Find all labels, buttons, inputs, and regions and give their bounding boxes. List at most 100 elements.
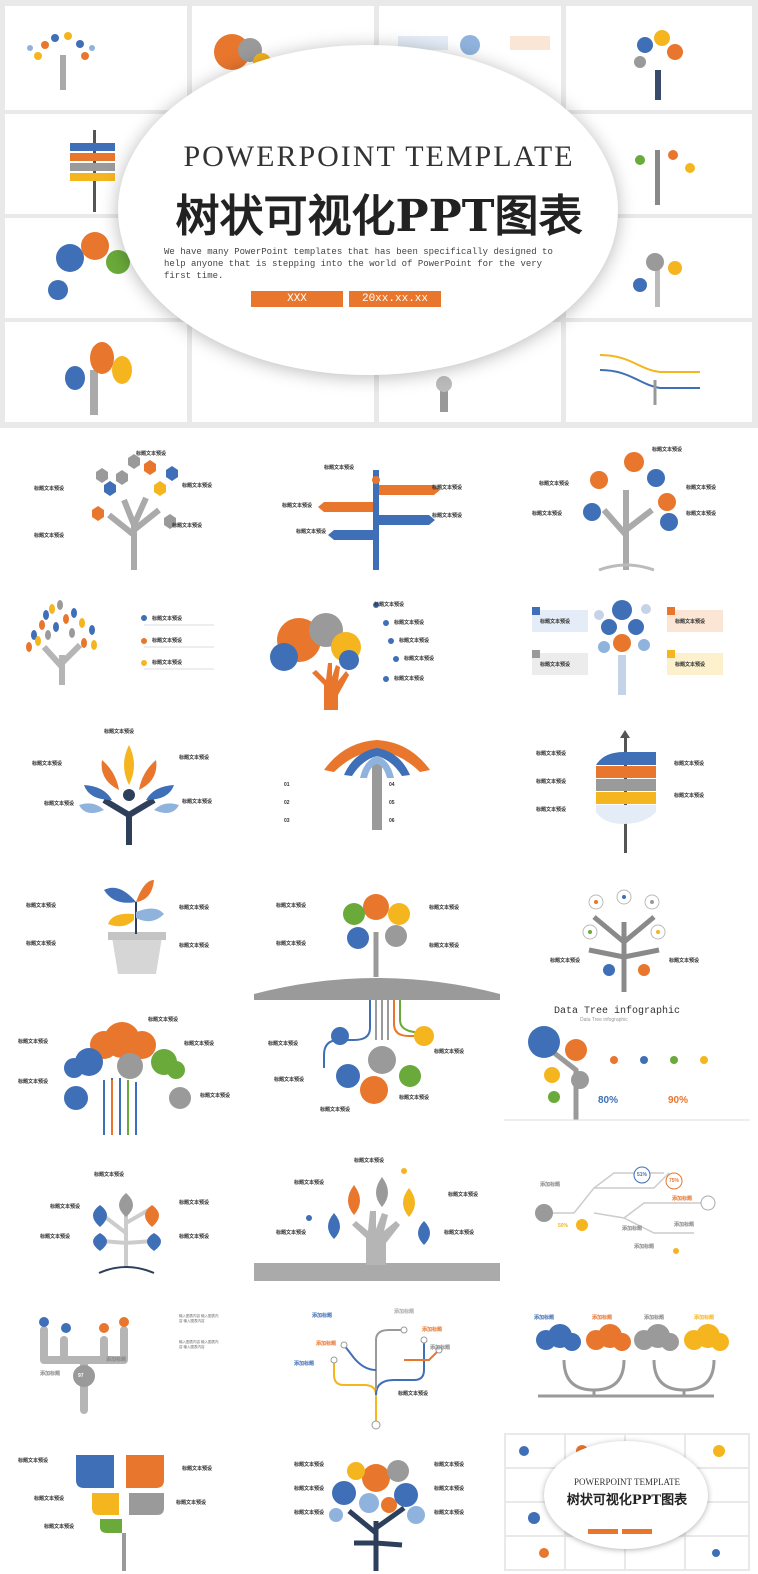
slide-label: 标题文本预设 <box>40 1234 71 1240</box>
slide-label: 标题文本预设 <box>394 676 425 682</box>
slide-label: 标题文本预设 <box>652 447 683 453</box>
num-97: 97 <box>78 1373 84 1379</box>
slide-label: 添加标题 <box>106 1357 127 1363</box>
slide-ball-tree[interactable]: 标题文本预设 标题文本预设 标题文本预设 标题文本预设 <box>254 862 500 1000</box>
slide-person-tree[interactable]: 标题文本预设 标题文本预设 标题文本预设 标题文本预设 标题文本预设 <box>4 720 250 858</box>
slide-label: 标题文本预设 <box>324 465 355 471</box>
slide-label: 标题文本预设 <box>432 513 463 519</box>
pct-80: 80% <box>598 1095 619 1106</box>
slide-label: 标题文本预设 <box>374 602 405 608</box>
slide-leaf-hexes[interactable]: 标题文本预设 标题文本预设 标题文本预设 标题文本预设 标题文本预设 <box>4 1143 250 1281</box>
slide-pipe-tree[interactable]: 标题文本预设 标题文本预设 标题文本预设 标题文本预设 标题文本预设 <box>254 1000 500 1138</box>
hero-ellipse <box>118 45 618 375</box>
slide-gray-tree[interactable]: 标题文本预设 标题文本预设 标题文本预设 标题文本预设 标题文本预设 <box>4 440 250 578</box>
pct-51: 51% <box>637 1172 648 1178</box>
slide-label: 标题文本预设 <box>674 793 705 799</box>
slide-label: 标题文本预设 <box>399 1095 430 1101</box>
slide-potted-plant[interactable]: 标题文本预设 标题文本预设 标题文本预设 标题文本预设 <box>4 862 250 1000</box>
slide-label: 标题文本预设 <box>354 1158 385 1164</box>
hero-title-cn: 树状可视化PPT图表 <box>175 191 583 242</box>
slide-label: 标题文本预设 <box>152 660 183 666</box>
slide-balloon-tree[interactable]: 标题文本预设 标题文本预设 标题文本预设 标题文本预设 <box>504 585 750 723</box>
slide-label: 标题文本预设 <box>540 662 571 668</box>
slide-label: 添加标题 <box>534 1315 555 1321</box>
slide-label: 标题文本预设 <box>104 729 135 735</box>
slide-label: 标题文本预设 <box>176 1500 207 1506</box>
slide-label: 标题文本预设 <box>282 503 313 509</box>
slide-label: 标题文本预设 <box>34 533 65 539</box>
slide-leaf-tree[interactable]: 标题文本预设 标题文本预设 标题文本预设 <box>4 585 250 723</box>
slide-label: 标题文本预设 <box>172 523 203 529</box>
slide-label: 03 <box>284 818 290 824</box>
slide-arrow-stack[interactable]: 标题文本预设 标题文本预设 标题文本预设 标题文本预设 标题文本预设 <box>504 720 750 858</box>
thumb-title-en: POWERPOINT TEMPLATE <box>574 1477 680 1487</box>
slide-label: 标题文本预设 <box>296 529 327 535</box>
slide-label: 标题文本预设 <box>404 656 435 662</box>
slide-icon-tree[interactable]: 标题文本预设 标题文本预设 <box>504 862 750 1000</box>
slide-label: 标题文本预设 <box>550 958 581 964</box>
slide-dots-network[interactable]: 添加标题 添加标题 添加标题 添加标题 添加标题 50% 51% 75% <box>504 1143 750 1281</box>
slide-label: 标题文本预设 <box>536 807 567 813</box>
slide-label: 标题文本预设 <box>152 638 183 644</box>
slide-label: 标题文本预设 <box>268 1041 299 1047</box>
slide-label: 标题文本预设 <box>399 638 430 644</box>
slide-label: 标题文本预设 <box>434 1510 465 1516</box>
slide-label: 标题文本预设 <box>152 616 183 622</box>
slide-label: 标题文本预设 <box>26 903 57 909</box>
slide-label: 添加标题 <box>394 1309 415 1315</box>
slide-label: 标题文本预设 <box>429 905 460 911</box>
slide-label: 标题文本预设 <box>179 1234 210 1240</box>
slide-label: 标题文本预设 <box>34 486 65 492</box>
slide-label: 标题文本预设 <box>429 943 460 949</box>
slide-label: 标题文本预设 <box>34 1496 65 1502</box>
slide-label: 标题文本预设 <box>182 799 213 805</box>
slide-label: 标题文本预设 <box>200 1093 231 1099</box>
slide-label: 02 <box>284 800 290 806</box>
slide-circle-tree[interactable]: 标题文本预设 标题文本预设 标题文本预设 标题文本预设 标题文本预设 <box>504 440 750 578</box>
data-tree-title: Data Tree infographic <box>554 1006 681 1017</box>
slide-label: 标题文本预设 <box>686 485 717 491</box>
slide-umbrella[interactable]: 01 02 03 04 05 06 <box>254 720 500 858</box>
slide-label: 标题文本预设 <box>432 485 463 491</box>
slide-label: 06 <box>389 818 395 824</box>
hero-button-right[interactable]: 20xx.xx.xx <box>349 291 441 307</box>
slide-label: 标题文本预设 <box>26 941 57 947</box>
slide-hand-drops[interactable]: 标题文本预设 标题文本预设 标题文本预设 标题文本预设 标题文本预设 <box>254 1143 500 1281</box>
slide-cloud-tree[interactable]: 标题文本预设 标题文本预设 标题文本预设 标题文本预设 标题文本预设 <box>4 1000 250 1138</box>
slide-data-tree[interactable]: Data Tree infographic Data Tree infograp… <box>504 1000 750 1138</box>
slide-cactus-97[interactable]: 97 添加标题 添加标题 输入图表内容 输入图表内容 输入图表内容 输入图表内容… <box>4 1300 250 1438</box>
slide-label: 标题文本预设 <box>44 801 75 807</box>
slide-label: 标题文本预设 <box>434 1462 465 1468</box>
slide-label: 标题文本预设 <box>536 779 567 785</box>
slide-label: 添加标题 <box>694 1315 715 1321</box>
slide-label: 标题文本预设 <box>669 958 700 964</box>
slide-label: 标题文本预设 <box>94 1172 125 1178</box>
slide-tile-tree[interactable]: 标题文本预设 标题文本预设 标题文本预设 标题文本预设 标题文本预设 <box>4 1433 250 1571</box>
hero-banner: POWERPOINT TEMPLATE 树状可视化PPT图表 We have m… <box>0 0 758 428</box>
data-tree-subtitle: Data Tree infographic <box>580 1017 628 1023</box>
slide-label: 添加标题 <box>674 1222 695 1228</box>
slide-metro-tree[interactable]: 添加标题 添加标题 添加标题 添加标题 添加标题 添加标题 标题文本预设 <box>254 1300 500 1438</box>
slide-label: 标题文本预设 <box>294 1510 325 1516</box>
slide-body: 输入图表内容 输入图表内容 输入图表内容 <box>179 1314 219 1323</box>
slide-label: 标题文本预设 <box>32 761 63 767</box>
slide-label: 添加标题 <box>40 1371 61 1377</box>
slide-label: 添加标题 <box>672 1196 693 1202</box>
slide-hand-bubbles[interactable]: 标题文本预设 标题文本预设 标题文本预设 标题文本预设 标题文本预设 <box>254 585 500 723</box>
slide-label: 添加标题 <box>622 1226 643 1232</box>
slide-label: 添加标题 <box>422 1327 443 1333</box>
slide-label: 添加标题 <box>316 1341 337 1347</box>
slide-hero-thumbnail[interactable]: POWERPOINT TEMPLATE 树状可视化PPT图表 <box>504 1433 750 1571</box>
hero-button-left[interactable]: XXX <box>251 291 343 307</box>
slide-label: 标题文本预设 <box>394 620 425 626</box>
slide-bubble-tree[interactable]: 标题文本预设 标题文本预设 标题文本预设 标题文本预设 标题文本预设 标题文本预… <box>254 1433 500 1571</box>
slide-label: 标题文本预设 <box>539 481 570 487</box>
slide-label: 标题文本预设 <box>686 511 717 517</box>
slide-cloud-people[interactable]: 添加标题 添加标题 添加标题 添加标题 <box>504 1300 750 1438</box>
slide-label: 04 <box>389 782 395 788</box>
slide-label: 标题文本预设 <box>540 619 571 625</box>
slide-label: 标题文本预设 <box>274 1077 305 1083</box>
slide-signpost[interactable]: 标题文本预设 标题文本预设 标题文本预设 标题文本预设 标题文本预设 <box>254 440 500 578</box>
slide-label: 标题文本预设 <box>675 662 706 668</box>
slide-label: 标题文本预设 <box>182 1466 213 1472</box>
